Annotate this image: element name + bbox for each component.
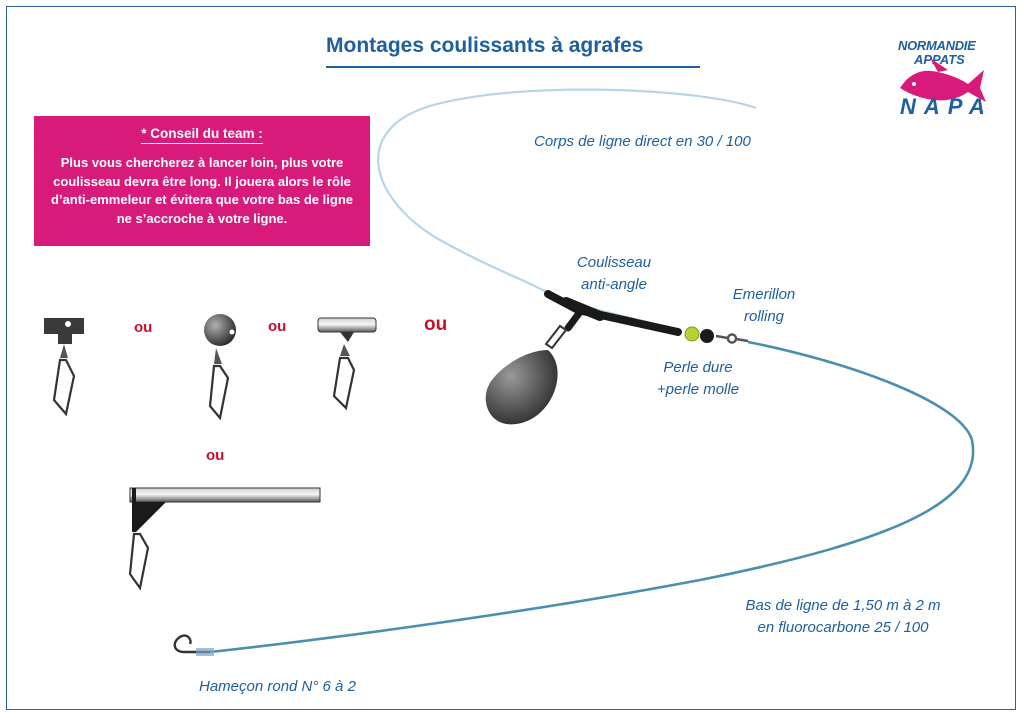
label-leader-line1: Bas de ligne de 1,50 m à 2 m	[745, 597, 941, 614]
label-leader-line2: en fluorocarbone 25 / 100	[757, 619, 929, 636]
or-label-4: ou	[206, 447, 225, 464]
or-label-3: ou	[424, 314, 448, 335]
or-label-2: ou	[268, 318, 287, 335]
tip-body: Plus vous chercherez à lancer loin, plus…	[51, 155, 353, 226]
label-slider-line1: Coulisseau	[576, 254, 652, 271]
label-hook: Hameçon rond N° 6 à 2	[199, 678, 356, 695]
label-swivel: Emerillon rolling	[716, 284, 812, 328]
label-leader: Bas de ligne de 1,50 m à 2 m en fluoroca…	[730, 595, 956, 639]
page-frame	[6, 6, 1016, 710]
alt-slider-t-clip	[44, 318, 84, 417]
label-slider-line2: anti-angle	[581, 276, 647, 293]
label-slider: Coulisseau anti-angle	[566, 252, 662, 296]
main-line	[377, 88, 757, 296]
logo-text-appats: APPATS	[914, 52, 965, 67]
label-beads-line2: +perle molle	[656, 381, 740, 398]
hard-bead	[684, 326, 700, 342]
logo-text-napa: NAPA	[900, 94, 993, 119]
logo-text-normandie: NORMANDIE	[898, 38, 976, 53]
lead-weight	[485, 350, 558, 425]
label-beads-line1: Perle dure	[663, 359, 733, 376]
alt-slider-long-boom	[128, 487, 321, 591]
label-main-line: Corps de ligne direct en 30 / 100	[534, 133, 751, 150]
logo: NORMANDIE APPATS NAPA	[894, 36, 990, 122]
fish-icon	[900, 58, 986, 102]
soft-bead	[700, 329, 714, 343]
tip-title: * Conseil du team :	[141, 126, 263, 144]
or-label-1: ou	[134, 319, 153, 336]
circle-hook	[173, 634, 210, 654]
alt-slider-ball-clip	[204, 314, 236, 421]
label-swivel-line1: Emerillon	[732, 286, 796, 303]
title-underline	[326, 66, 700, 68]
team-tip-box: * Conseil du team : Plus vous chercherez…	[34, 116, 370, 246]
leader-line	[209, 340, 975, 654]
label-swivel-line2: rolling	[743, 308, 785, 325]
rolling-swivel	[715, 333, 749, 344]
label-beads: Perle dure +perle molle	[642, 357, 754, 401]
alt-slider-tbar-clip	[317, 317, 377, 411]
page-title: Montages coulissants à agrafes	[326, 34, 644, 57]
